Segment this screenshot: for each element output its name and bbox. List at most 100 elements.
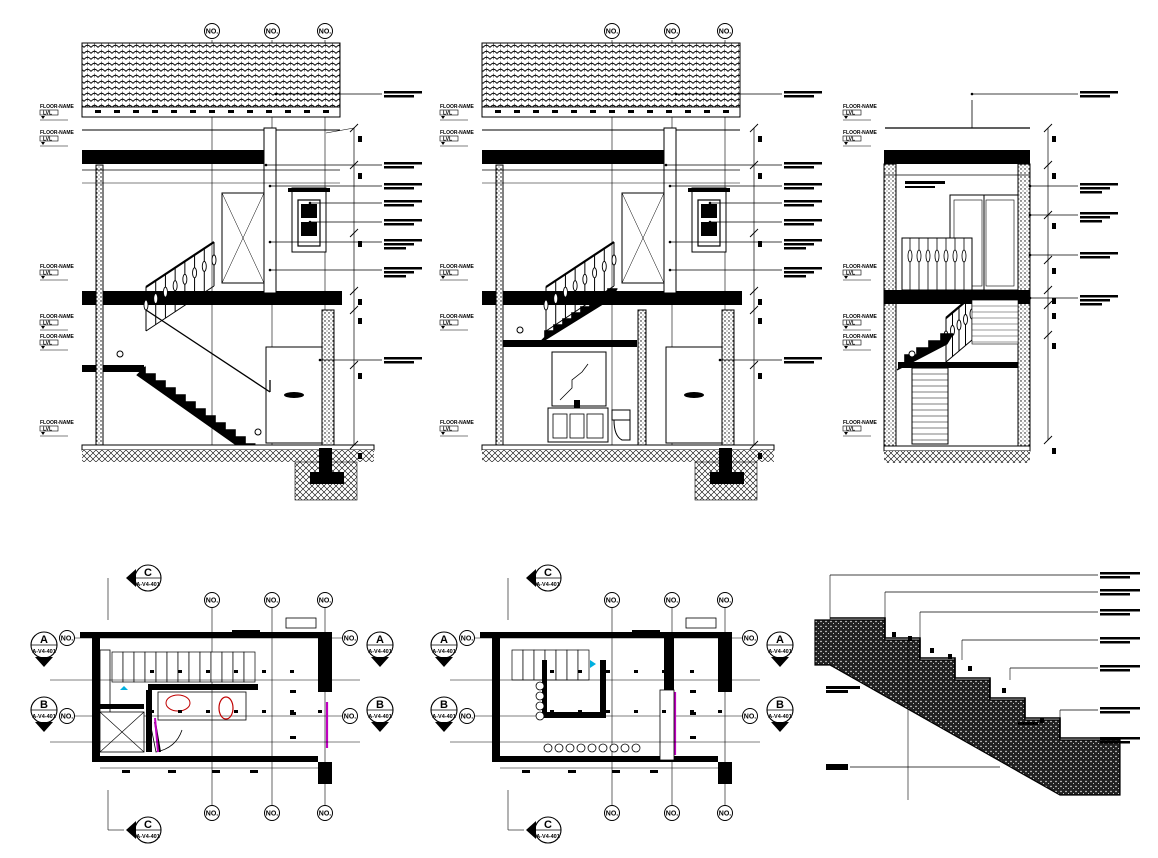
sink-fixture — [165, 694, 191, 712]
callout-leader — [268, 239, 422, 250]
callout-leader — [274, 91, 422, 98]
callout-leader — [308, 219, 422, 226]
grid-bubble-label: NO. — [266, 29, 279, 36]
grid-bubble: NO. — [717, 23, 733, 39]
section-sheet-ref: A-V4-401 — [536, 834, 560, 840]
grid-bubble-label: NO. — [719, 598, 732, 605]
section-sheet-ref: A-V4-401 — [368, 714, 392, 720]
grid-bubble-label: NO. — [266, 598, 279, 605]
roof-tiles — [481, 42, 741, 108]
level-tag-label: LVL — [846, 426, 855, 432]
section-marker: A A-V4-401 — [430, 631, 458, 667]
grid-bubble: NO. — [204, 23, 220, 39]
grid-bubble: NO. — [664, 592, 680, 608]
grid-bubble-label: NO. — [719, 29, 732, 36]
callout-leader — [708, 200, 822, 207]
level-tag-label: LVL — [43, 136, 52, 142]
callout-leader — [264, 162, 422, 169]
section-sheet-ref: A-V4-401 — [32, 714, 56, 720]
callout-leader — [1028, 212, 1118, 223]
window — [288, 187, 330, 253]
section-marker: C A-V4-401 — [526, 816, 562, 844]
grid-bubble-label: NO. — [61, 636, 74, 643]
level-name: FLOOR-NAME — [40, 314, 75, 320]
section-letter: B — [776, 699, 784, 711]
callout-leader — [708, 219, 822, 226]
grid-bubble: NO. — [264, 805, 280, 821]
section-marker: CA-V4-401 — [126, 816, 162, 844]
building-section-3: FLOOR-NAMELVLFLOOR-NAMELVLFLOOR-NAMELVLF… — [842, 91, 1118, 463]
callout-leader — [1028, 252, 1118, 259]
glazing-line — [154, 717, 159, 753]
level-tag-label: LVL — [443, 270, 452, 276]
section-sheet-ref: A-V4-401 — [536, 582, 560, 588]
arrow-marker — [590, 660, 596, 668]
grid-bubble-label: NO. — [666, 811, 679, 818]
grid-bubble: NO. — [717, 592, 733, 608]
level-tag-label: LVL — [443, 110, 452, 116]
stair-flight — [536, 288, 618, 346]
arrow-marker — [120, 686, 128, 690]
grid-bubble: NO. — [459, 630, 475, 646]
section-sheet-ref: A-V4-401 — [432, 649, 456, 655]
level-tag-label: LVL — [846, 340, 855, 346]
section-letter: C — [544, 819, 552, 831]
grid-bubble-label: NO. — [266, 811, 279, 818]
level-tag-label: LVL — [443, 320, 452, 326]
grid-bubble: NO. — [717, 805, 733, 821]
section-marker: BA-V4-401 — [766, 696, 794, 732]
level-tag-label: LVL — [846, 136, 855, 142]
grid-bubble: NO. — [59, 708, 75, 724]
grid-bubble-label: NO. — [719, 811, 732, 818]
section-letter: B — [440, 699, 448, 711]
level-tag-label: LVL — [846, 270, 855, 276]
level-tag-label: LVL — [846, 320, 855, 326]
callout-leader — [318, 357, 422, 364]
level-tag-label: LVL — [846, 110, 855, 116]
section-letter: A — [776, 634, 784, 646]
grid-bubble: NO. — [204, 592, 220, 608]
callout-leader — [668, 183, 822, 190]
grid-bubble: NO. — [59, 630, 75, 646]
grid-bubble: NO. — [664, 23, 680, 39]
section-marker: C A-V4-401 — [526, 564, 562, 592]
stair-detail — [814, 572, 1140, 800]
level-name: FLOOR-NAME — [440, 104, 475, 110]
level-tag-label: LVL — [443, 426, 452, 432]
grid-bubble-label: NO. — [319, 29, 332, 36]
stair-flight — [136, 365, 256, 455]
dimension-chain — [1043, 123, 1056, 454]
level-name: FLOOR-NAME — [843, 104, 878, 110]
section-letter: A — [440, 634, 448, 646]
callout-leader — [718, 357, 822, 364]
level-name: FLOOR-NAME — [843, 130, 878, 136]
grid-bubble-label: NO. — [344, 636, 357, 643]
callout-leader — [664, 162, 822, 169]
section-marker: A A-V4-401 — [30, 631, 58, 667]
section-letter: C — [544, 567, 552, 579]
grid-bubble-label: NO. — [461, 636, 474, 643]
grid-bubble: NO. — [604, 23, 620, 39]
grid-bubble: NO. — [317, 805, 333, 821]
level-tag-label: LVL — [43, 270, 52, 276]
section-letter: B — [40, 699, 48, 711]
section-sheet-ref: A-V4-401 — [32, 649, 56, 655]
level-name: FLOOR-NAME — [440, 264, 475, 270]
level-name: FLOOR-NAME — [440, 314, 475, 320]
grid-bubble: NO. — [664, 805, 680, 821]
section-letter: A — [40, 634, 48, 646]
section-sheet-ref: A-V4-401 — [768, 649, 792, 655]
callout-leader — [268, 183, 422, 190]
section-marker: B A-V4-401 — [30, 696, 58, 732]
grid-bubble-label: NO. — [666, 29, 679, 36]
grid-bubble-label: NO. — [61, 714, 74, 721]
level-tag-label: LVL — [43, 110, 52, 116]
